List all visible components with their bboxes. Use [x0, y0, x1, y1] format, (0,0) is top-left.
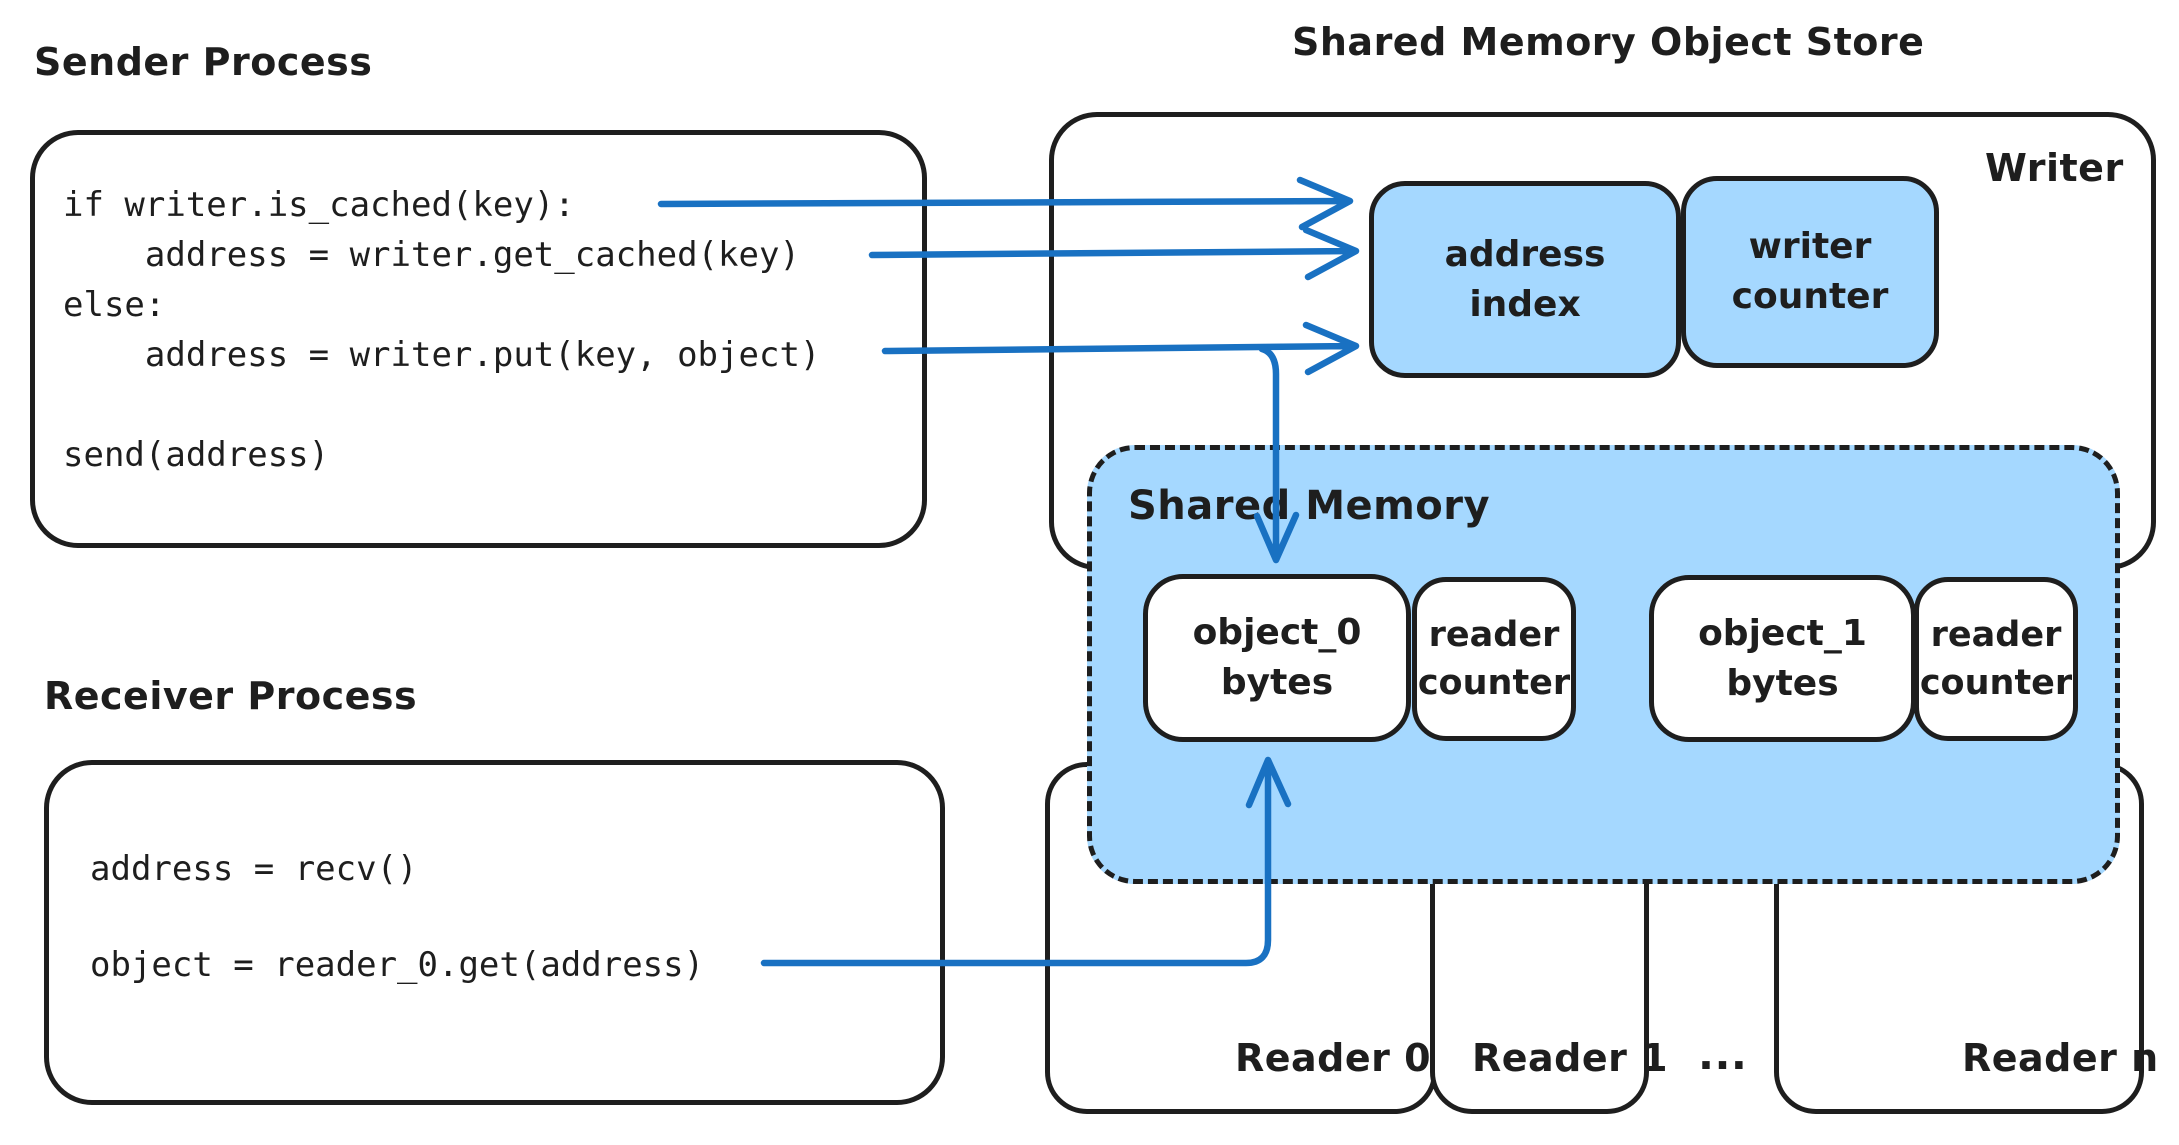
- code-line: address = recv(): [90, 849, 418, 889]
- reader1-label: Reader 1: [1472, 1036, 1669, 1080]
- address-index-line1: address: [1444, 233, 1606, 275]
- object1-line2: bytes: [1726, 662, 1839, 704]
- writer-counter-line2: counter: [1731, 276, 1889, 317]
- reader0-label: Reader 0: [1235, 1036, 1432, 1080]
- writer-counter-line1: writer: [1748, 226, 1872, 267]
- code-line: address = writer.put(key, object): [63, 335, 821, 375]
- address-index-label: address index: [1369, 181, 1681, 378]
- reader-counter0-line2: counter: [1417, 663, 1571, 703]
- sender-code: if writer.is_cached(key): address = writ…: [63, 180, 820, 480]
- object1-line1: object_1: [1698, 612, 1867, 654]
- readers-ellipsis: ...: [1698, 1030, 1748, 1079]
- shared-memory-label: Shared Memory: [1128, 483, 1491, 529]
- address-index-line2: index: [1469, 283, 1581, 325]
- code-line: [63, 380, 820, 430]
- reader-counter0-box: [1412, 577, 1576, 741]
- address-index-box: [1369, 181, 1681, 378]
- store-title: Shared Memory Object Store: [1292, 20, 1925, 64]
- receiver-title: Receiver Process: [44, 674, 418, 718]
- code-line: address = writer.get_cached(key): [63, 235, 800, 275]
- receiver-code: address = recv() object = reader_0.get(a…: [90, 845, 704, 989]
- object0-line2: bytes: [1220, 662, 1334, 703]
- sender-title: Sender Process: [34, 40, 373, 84]
- code-line: send(address): [63, 435, 330, 475]
- code-line: [90, 893, 704, 941]
- readern-label: Reader n: [1962, 1036, 2159, 1080]
- code-line: if writer.is_cached(key):: [63, 185, 575, 225]
- object0-line1: object_0: [1192, 612, 1362, 653]
- reader-counter1-label: reader counter: [1914, 577, 2078, 741]
- object0-label: object_0 bytes: [1143, 574, 1411, 742]
- reader-counter0-line1: reader: [1428, 615, 1560, 655]
- reader-counter1-line2: counter: [1919, 663, 2073, 703]
- writer-label: Writer: [1985, 146, 2124, 190]
- reader-counter1-line1: reader: [1930, 615, 2062, 655]
- code-line: else:: [63, 285, 166, 325]
- object1-label: object_1 bytes: [1649, 575, 1916, 742]
- reader-counter0-label: reader counter: [1412, 577, 1576, 741]
- object0-box: [1143, 574, 1411, 742]
- code-line: object = reader_0.get(address): [90, 945, 705, 985]
- reader-counter1-box: [1914, 577, 2078, 741]
- writer-counter-box: [1681, 176, 1939, 368]
- writer-counter-label: writer counter: [1681, 176, 1939, 368]
- object1-box: [1649, 575, 1916, 742]
